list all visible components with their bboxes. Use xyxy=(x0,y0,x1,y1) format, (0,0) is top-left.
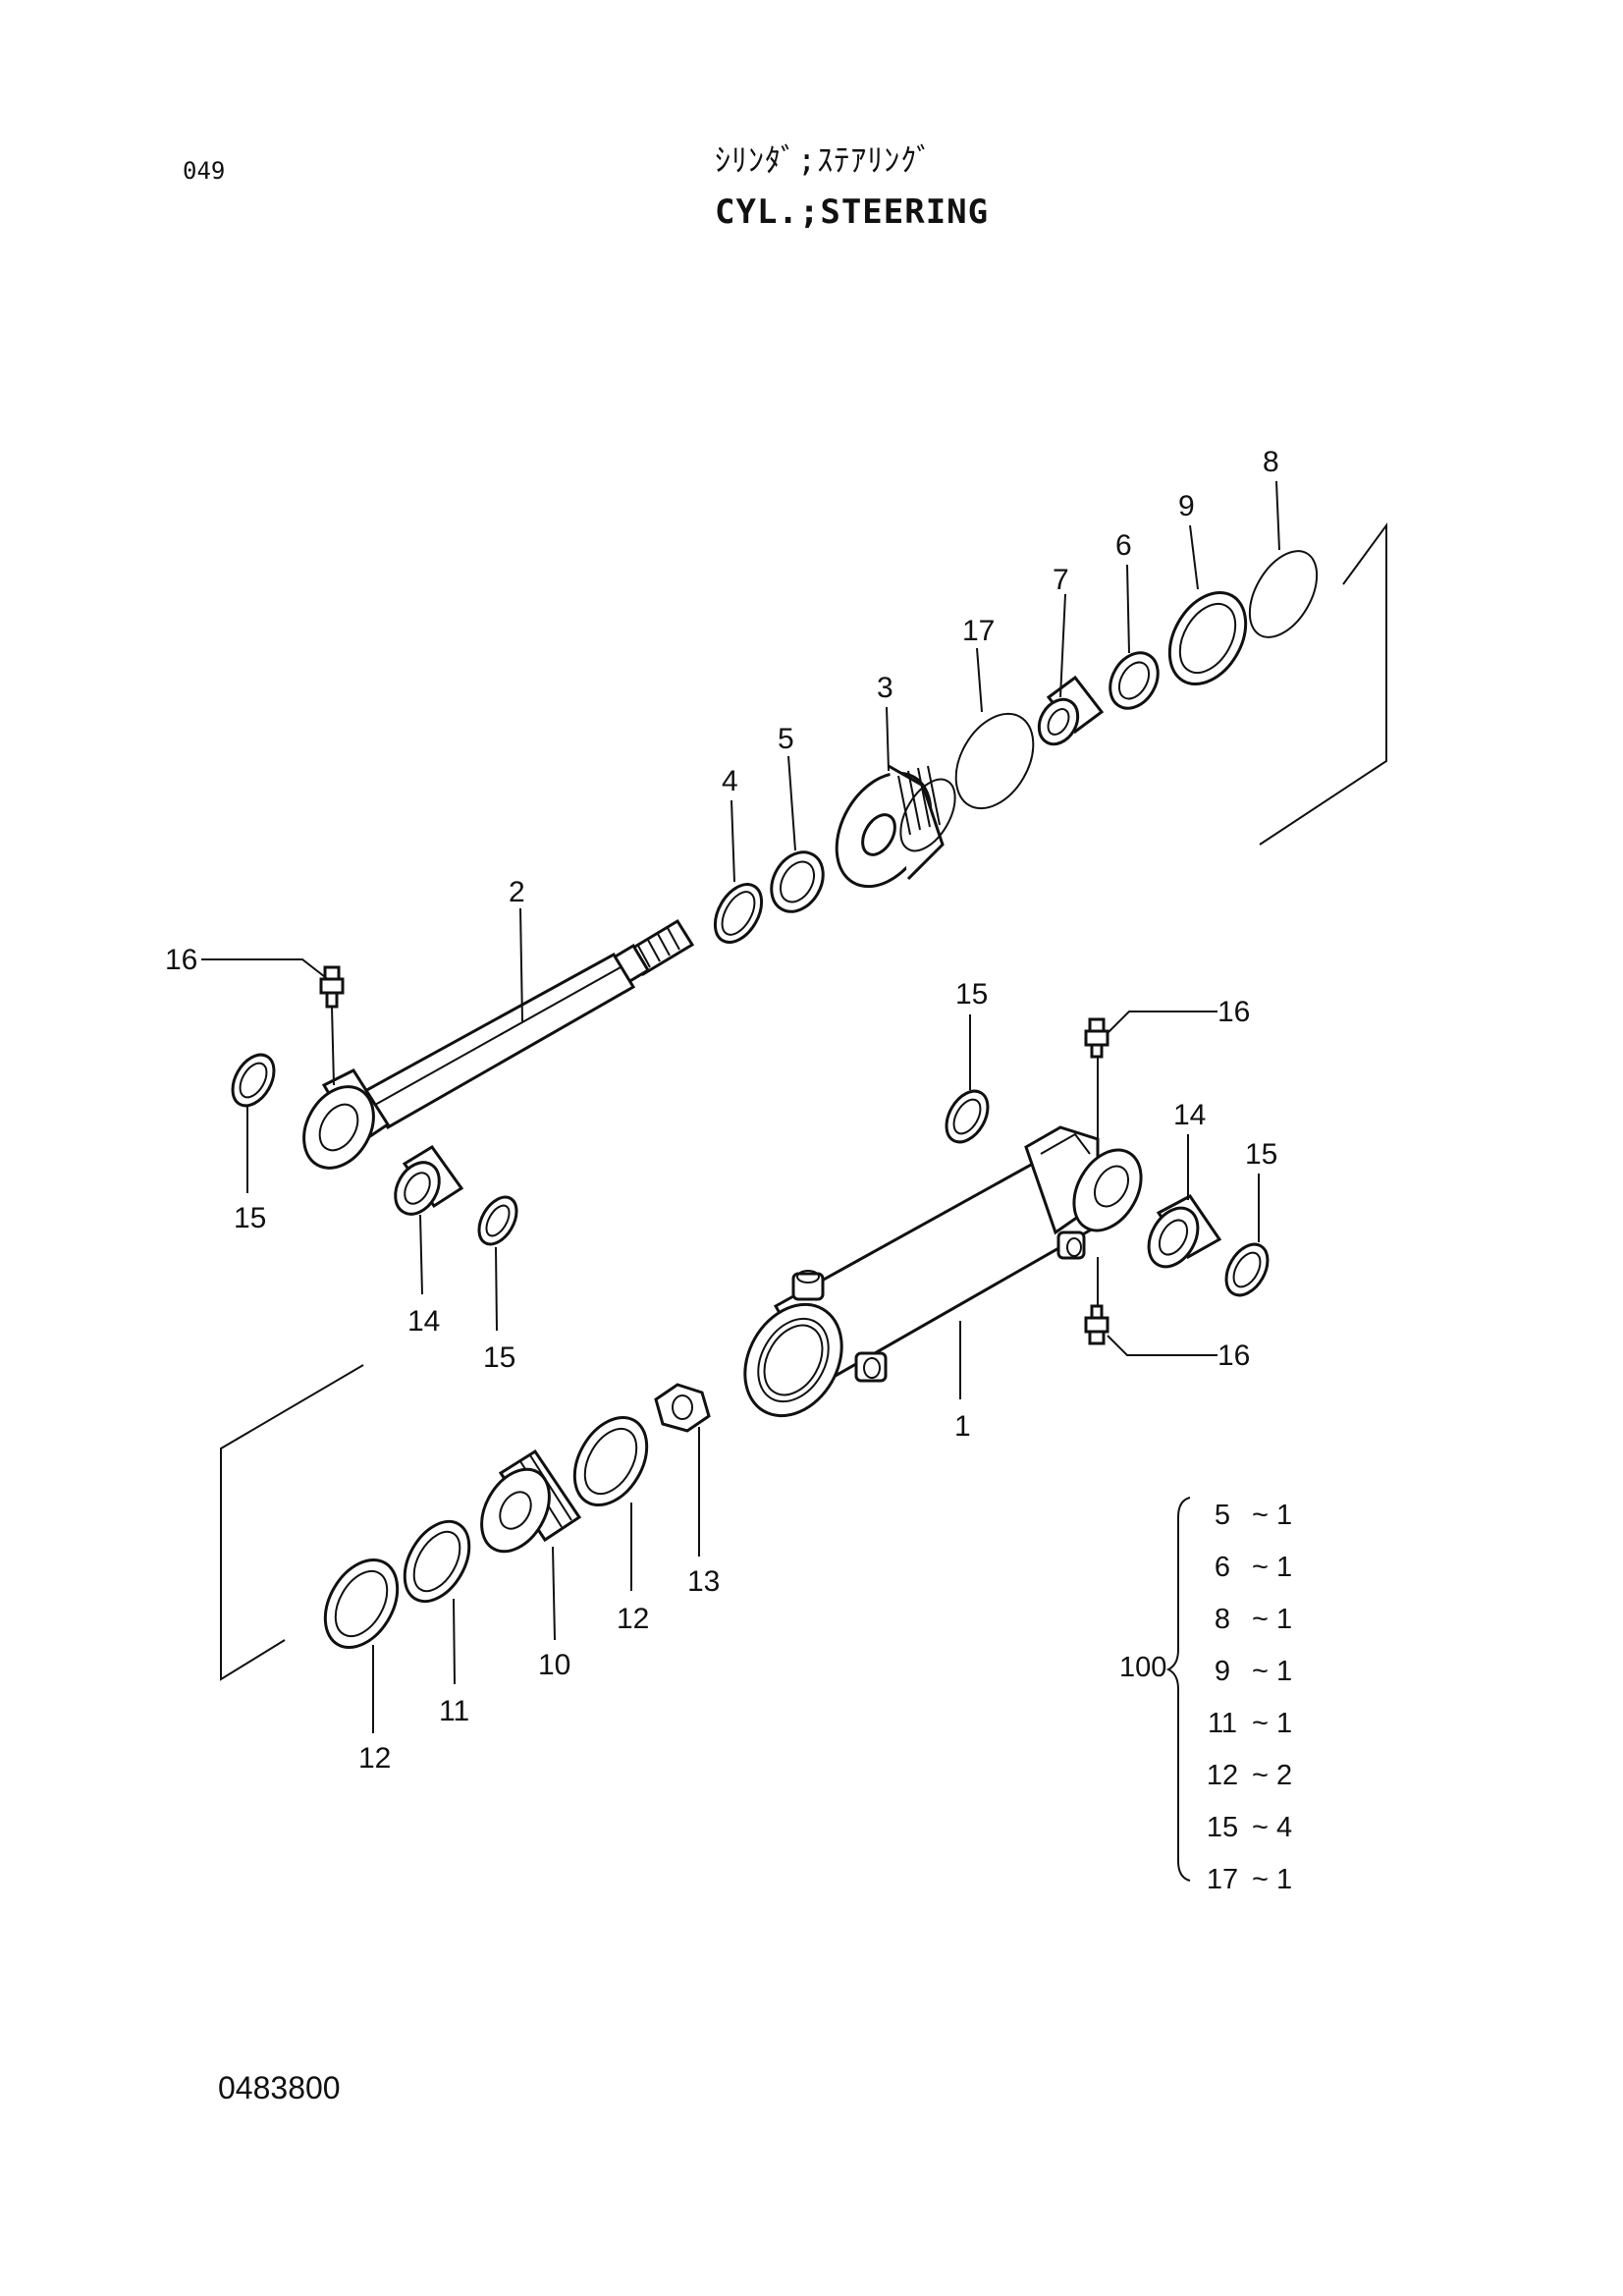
part-16-grease-nipple-rod xyxy=(319,965,345,1009)
part-14-bushing-right xyxy=(1147,1194,1222,1269)
callout-15-center: 15 xyxy=(955,978,988,1011)
part-3-gland xyxy=(835,764,956,889)
part-15-seal-left-center xyxy=(477,1195,518,1246)
part-6-ring xyxy=(1109,651,1160,710)
title-japanese: ｼﾘﾝﾀﾞ;ｽﾃｱﾘﾝｸﾞ xyxy=(715,141,934,179)
kit-item-tilde: ~ xyxy=(1252,1656,1269,1687)
kit-item-qty: 1 xyxy=(1276,1708,1292,1739)
page-number: 049 xyxy=(183,157,226,185)
kit-item-tilde: ~ xyxy=(1252,1604,1269,1635)
kit-item-part-17: 17 xyxy=(1207,1864,1238,1895)
part-5-ring xyxy=(770,850,825,913)
callout-16-upper: 16 xyxy=(1217,996,1250,1028)
callout-12-upper: 12 xyxy=(617,1603,649,1635)
part-13-nut xyxy=(654,1383,711,1433)
kit-item-part-9: 9 xyxy=(1215,1656,1230,1687)
bracket-upper xyxy=(1259,521,1387,846)
kit-item-qty: 2 xyxy=(1276,1760,1292,1791)
callout-16-lower: 16 xyxy=(1217,1339,1250,1372)
part-16-grease-nipple-upper xyxy=(1084,1017,1109,1059)
callout-15-left: 15 xyxy=(234,1202,266,1234)
kit-item-part-11: 11 xyxy=(1208,1708,1237,1739)
kit-item-qty: 1 xyxy=(1276,1656,1292,1687)
part-4-snap-ring xyxy=(713,883,764,944)
callout-7: 7 xyxy=(1053,564,1069,596)
title-english: CYL.;STEERING xyxy=(715,192,990,232)
callout-8: 8 xyxy=(1263,446,1279,478)
part-15-seal-right xyxy=(1224,1242,1270,1297)
part-15-seal-center xyxy=(945,1089,990,1144)
part-12-seal-lower xyxy=(323,1558,400,1650)
kit-item-tilde: ~ xyxy=(1252,1760,1269,1791)
callout-17: 17 xyxy=(962,615,995,647)
callout-15-right: 15 xyxy=(1245,1138,1277,1171)
kit-item-part-6: 6 xyxy=(1215,1552,1230,1583)
callout-14-right: 14 xyxy=(1173,1099,1206,1131)
kit-brace xyxy=(1165,1497,1191,1882)
part-8-o-ring xyxy=(1248,550,1319,638)
callout-4: 4 xyxy=(722,765,738,797)
kit-item-qty: 1 xyxy=(1276,1552,1292,1583)
callout-13: 13 xyxy=(687,1565,720,1598)
kit-item-tilde: ~ xyxy=(1252,1812,1269,1843)
kit-item-qty: 1 xyxy=(1276,1604,1292,1635)
callout-10: 10 xyxy=(538,1649,570,1681)
callout-16-rod: 16 xyxy=(165,944,197,976)
part-7-bushing xyxy=(1037,675,1105,746)
callout-6: 6 xyxy=(1115,529,1132,562)
part-17-o-ring xyxy=(954,712,1035,810)
kit-item-tilde: ~ xyxy=(1252,1500,1269,1531)
part-2-piston-rod xyxy=(302,918,695,1170)
part-15-seal-left xyxy=(231,1053,276,1108)
kit-item-part-8: 8 xyxy=(1215,1604,1230,1635)
bracket-lower xyxy=(220,1364,364,1681)
kit-rows: 5~16~18~19~111~112~215~417~1 xyxy=(1207,1500,1292,1895)
kit-item-qty: 4 xyxy=(1276,1812,1292,1843)
part-11-ring xyxy=(403,1519,471,1604)
callout-1: 1 xyxy=(954,1410,971,1443)
part-10-piston xyxy=(480,1449,582,1554)
kit-item-qty: 1 xyxy=(1276,1500,1292,1531)
part-14-bushing-left xyxy=(394,1144,464,1216)
callout-12-lower: 12 xyxy=(358,1742,391,1775)
part-1-cylinder-tube xyxy=(743,1125,1143,1418)
kit-list: 100 5~16~18~19~111~112~215~417~1 xyxy=(1119,1497,1292,1895)
callout-15-left-center: 15 xyxy=(483,1341,515,1374)
kit-item-part-5: 5 xyxy=(1215,1500,1230,1531)
callout-9: 9 xyxy=(1178,490,1195,522)
kit-item-part-15: 15 xyxy=(1207,1812,1238,1843)
part-16-grease-nipple-lower xyxy=(1084,1304,1109,1345)
kit-item-tilde: ~ xyxy=(1252,1708,1269,1739)
kit-label: 100 xyxy=(1119,1652,1166,1683)
part-9-seal xyxy=(1167,590,1248,686)
part-12-seal-upper xyxy=(572,1415,649,1507)
callout-5: 5 xyxy=(778,723,794,755)
drawing-number: 0483800 xyxy=(218,2070,341,2105)
kit-item-qty: 1 xyxy=(1276,1864,1292,1895)
callout-3: 3 xyxy=(877,672,893,704)
callout-11: 11 xyxy=(439,1695,469,1727)
callout-2: 2 xyxy=(509,876,525,908)
kit-item-tilde: ~ xyxy=(1252,1552,1269,1583)
kit-item-part-12: 12 xyxy=(1207,1760,1238,1791)
kit-item-tilde: ~ xyxy=(1252,1864,1269,1895)
callout-14-left: 14 xyxy=(407,1305,440,1338)
leader-lines xyxy=(201,480,1280,1733)
